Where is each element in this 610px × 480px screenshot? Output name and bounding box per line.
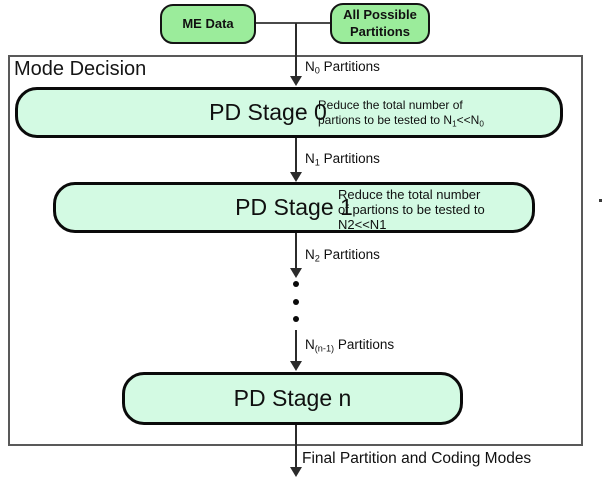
node-me-data: ME Data	[160, 4, 256, 44]
label-n1-partitions: N1 Partitions	[305, 151, 380, 168]
label-n0-partitions: N0 Partitions	[305, 59, 380, 76]
stage-1-label: PD Stage 1	[235, 194, 353, 220]
mode-decision-title: Mode Decision	[14, 58, 147, 80]
flow-arrow-5-head	[290, 467, 302, 477]
ellipsis-dot	[293, 316, 299, 322]
flow-arrow-4-line	[295, 330, 297, 364]
flow-arrow-1-head	[290, 76, 302, 86]
stray-mark	[599, 199, 602, 202]
label-final-output: Final Partition and Coding Modes	[302, 450, 532, 467]
flow-arrow-4-head	[290, 361, 302, 371]
flow-arrow-3-head	[290, 268, 302, 278]
flow-arrow-2-line	[295, 138, 297, 175]
flow-arrow-3-line	[295, 233, 297, 271]
node-all-possible-partitions: All Possible Partitions	[330, 3, 430, 44]
flow-arrow-1-line	[295, 23, 297, 78]
label-n2-partitions: N2 Partitions	[305, 247, 380, 264]
stage-box-pd-stage-n: PD Stage n	[122, 372, 463, 425]
label-nn1-partitions: N(n-1) Partitions	[305, 337, 395, 354]
ellipsis-dot	[293, 299, 299, 305]
node-me-data-label: ME Data	[182, 15, 234, 31]
stage-n-label: PD Stage n	[233, 385, 352, 411]
flow-arrow-5-line	[295, 425, 297, 470]
ellipsis-dot	[293, 281, 299, 287]
flow-arrow-2-head	[290, 172, 302, 182]
connector-top-horizontal	[256, 22, 330, 24]
stage-0-label: PD Stage 0	[209, 99, 327, 125]
node-all-possible-partitions-label: All Possible Partitions	[343, 7, 417, 39]
